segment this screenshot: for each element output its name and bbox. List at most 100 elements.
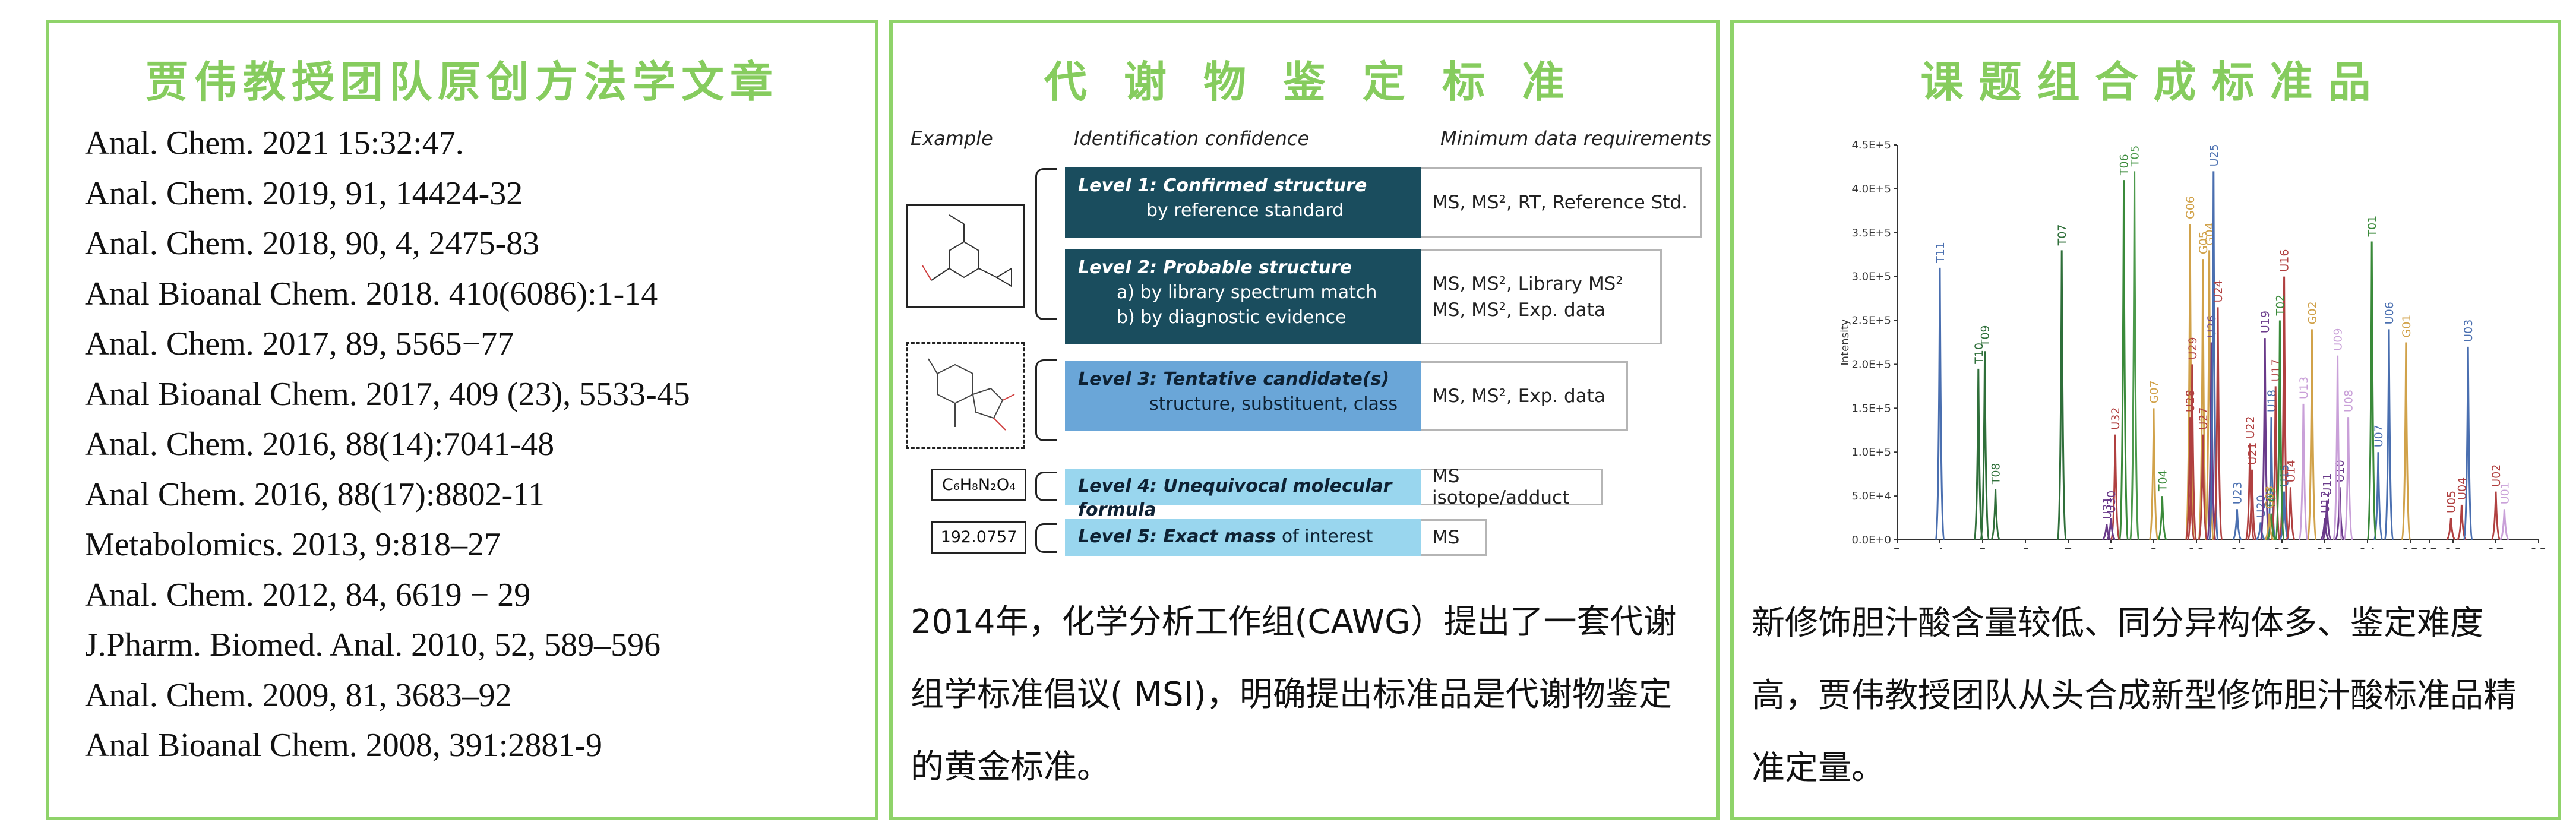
reference-item: Anal. Chem. 2017, 89, 5565−77 xyxy=(85,325,514,362)
peak-label-u06: U06 xyxy=(2383,302,2396,324)
peak-g02 xyxy=(2307,329,2317,541)
y-tick-label: 5.0E+4 xyxy=(1851,490,1891,502)
confidence-header: Identification confidence xyxy=(1074,127,1310,150)
peak-label-t06: T06 xyxy=(2118,154,2131,176)
x-tick-label: 4 xyxy=(1936,546,1944,549)
peak-t03 xyxy=(2266,513,2277,541)
peak-g03 xyxy=(2264,513,2274,541)
peak-label-t07: T07 xyxy=(2056,224,2069,246)
peak-u02 xyxy=(2490,491,2501,541)
x-tick-label: 8 xyxy=(2107,546,2115,549)
peak-u24 xyxy=(2212,307,2223,541)
peak-g07 xyxy=(2148,408,2159,541)
level-1-row: Level 1: Confirmed structure by referenc… xyxy=(1065,167,1702,238)
peak-u05 xyxy=(2446,517,2456,541)
peak-label-t08: T08 xyxy=(1990,463,2003,485)
x-tick-label: 13 xyxy=(2316,546,2333,549)
methods-panel-title: 贾伟教授团队原创方法学文章 xyxy=(145,57,779,107)
bracket-level-5 xyxy=(1035,523,1057,553)
peak-u09 xyxy=(2332,355,2343,541)
peak-t01 xyxy=(2366,241,2377,541)
peak-label-u05: U05 xyxy=(2445,491,2458,513)
peak-u03 xyxy=(2463,346,2473,541)
identification-panel-title: 代谢物鉴定标准 xyxy=(1044,57,1601,107)
peak-g05 xyxy=(2198,259,2208,541)
peak-label-t02: T02 xyxy=(2274,295,2287,317)
peak-label-u04: U04 xyxy=(2455,477,2468,500)
peak-label-t09: T09 xyxy=(1979,325,1992,347)
peak-u01 xyxy=(2499,509,2509,541)
y-tick-label: 4.5E+5 xyxy=(1851,139,1891,151)
y-tick-label: 4.0E+5 xyxy=(1851,183,1891,195)
formula-tag: C₆H₈N₂O₄ xyxy=(931,469,1026,501)
x-tick-label: 17 xyxy=(2488,546,2504,549)
bracket-level-4 xyxy=(1035,472,1057,501)
reference-list: Anal. Chem. 2021 15:32:47. Anal. Chem. 2… xyxy=(85,118,863,771)
bracket-level-3 xyxy=(1035,359,1057,441)
peak-label-t05: T05 xyxy=(2129,146,2142,167)
peak-u31 xyxy=(2101,524,2112,541)
x-tick-label: 16 xyxy=(2445,546,2461,549)
x-tick-label: 14 xyxy=(2359,546,2376,549)
peak-u32 xyxy=(2110,434,2120,541)
peak-t09 xyxy=(1980,351,1990,541)
standards-panel-title: 课题组合成标准品 xyxy=(1920,57,2387,107)
level-2-sub-a: a) by library spectrum match xyxy=(1117,282,1377,303)
y-tick-label: 3.0E+5 xyxy=(1851,271,1891,283)
x-tick-label: 15 xyxy=(2402,546,2419,549)
level-2-requirement-a: MS, MS², Library MS² xyxy=(1432,273,1623,295)
mass-tag: 192.0757 xyxy=(931,521,1026,554)
peak-label-u08: U08 xyxy=(2343,390,2356,412)
peak-label-u27: U27 xyxy=(2197,407,2210,430)
level-5-row: Level 5: Exact mass of interest MS xyxy=(1065,519,1487,556)
peak-u23 xyxy=(2232,509,2242,541)
reference-item: Anal. Chem. 2009, 81, 3683–92 xyxy=(85,676,512,714)
example-header: Example xyxy=(911,127,993,150)
peak-label-u16: U16 xyxy=(2278,249,2291,272)
peak-label-u30: U30 xyxy=(2105,491,2118,513)
chromatogram-chart: 0.0E+05.0E+41.0E+51.5E+52.0E+52.5E+53.0E… xyxy=(1839,139,2547,549)
peak-label-u29: U29 xyxy=(2186,337,2199,359)
reference-item: Anal Bioanal Chem. 2008, 391:2881-9 xyxy=(85,727,603,764)
peak-label-u03: U03 xyxy=(2462,320,2475,342)
peak-label-u01: U01 xyxy=(2498,482,2511,504)
x-tick-label: 7 xyxy=(2064,546,2072,549)
x-tick-label: 3 xyxy=(1893,546,1901,549)
peak-t10 xyxy=(1973,368,1984,541)
peak-u28 xyxy=(2185,417,2195,541)
level-1-requirement: MS, MS², RT, Reference Std. xyxy=(1421,167,1702,238)
level-2-row: Level 2: Probable structure a) by librar… xyxy=(1065,249,1662,344)
bracket-level-1-2 xyxy=(1035,168,1057,320)
peak-label-u31: U31 xyxy=(2101,497,2114,519)
x-tick-label: 15 xyxy=(2421,546,2438,549)
level-4-row: Level 4: Unequivocal molecular formula M… xyxy=(1065,466,1603,520)
reference-item: Anal Chem. 2016, 88(17):8802-11 xyxy=(85,476,545,513)
level-3-row: Level 3: Tentative candidate(s) structur… xyxy=(1065,361,1628,431)
peak-u20 xyxy=(2255,522,2266,541)
peak-t06 xyxy=(2119,180,2129,541)
reference-item: J.Pharm. Biomed. Anal. 2010, 52, 589–596 xyxy=(85,627,661,663)
reference-item: Anal. Chem. 2012, 84, 6619 − 29 xyxy=(85,576,531,614)
peak-label-u22: U22 xyxy=(2244,416,2257,438)
peak-label-t03: T03 xyxy=(2265,488,2278,510)
level-3-sub: structure, substituent, class xyxy=(1149,394,1398,415)
structure-image-level-3 xyxy=(906,342,1025,449)
standards-description: 新修饰胆汁酸含量较低、同分异构体多、鉴定难度高，贾伟教授团队从头合成新型修饰胆汁… xyxy=(1752,604,2517,788)
level-1-sub: by reference standard xyxy=(1146,200,1344,221)
peak-label-u21: U21 xyxy=(2246,442,2259,465)
peak-t07 xyxy=(2056,250,2067,541)
peak-t05 xyxy=(2129,171,2140,541)
x-tick-label: 10 xyxy=(2188,546,2205,549)
peak-label-u12: U12 xyxy=(2319,491,2332,513)
peak-label-u14: U14 xyxy=(2284,460,2297,482)
peak-label-u09: U09 xyxy=(2332,328,2345,351)
peak-label-u28: U28 xyxy=(2184,390,2197,412)
level-4-requirement: MS isotope/adduct xyxy=(1421,466,1603,508)
peak-label-u13: U13 xyxy=(2297,377,2311,399)
peak-u29 xyxy=(2187,364,2198,541)
peak-u11 xyxy=(2322,500,2332,541)
reference-item: Anal. Chem. 2018, 90, 4, 2475-83 xyxy=(85,225,540,262)
level-3-name: Level 3: Tentative candidate(s) xyxy=(1078,369,1390,390)
peak-u14 xyxy=(2286,487,2296,541)
